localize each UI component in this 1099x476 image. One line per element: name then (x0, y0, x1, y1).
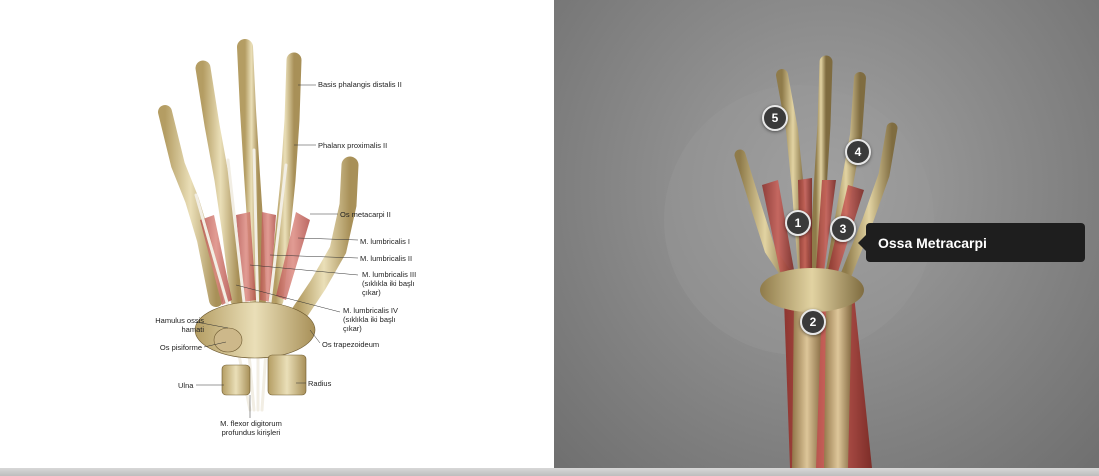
label-phalanx-proximalis: Phalanx proximalis II (318, 141, 387, 150)
tooltip-pointer (858, 235, 866, 251)
marker-3[interactable]: 3 (830, 216, 856, 242)
structure-tooltip: Ossa Metracarpi (866, 223, 1085, 262)
marker-5[interactable]: 5 (762, 105, 788, 131)
label-flexor-digitorum: M. flexor digitorum profundus kirişleri (215, 419, 287, 437)
marker-1[interactable]: 1 (785, 210, 811, 236)
label-ulna: Ulna (178, 381, 193, 390)
hand-illustration (0, 0, 554, 468)
bottom-edge (0, 468, 1099, 476)
marker-4[interactable]: 4 (845, 139, 871, 165)
tooltip-label: Ossa Metracarpi (878, 235, 987, 251)
label-lumbricalis-3: M. lumbricalis III (sıklıkla iki başlı ç… (362, 270, 416, 297)
marker-2[interactable]: 2 (800, 309, 826, 335)
label-radius: Radius (308, 379, 331, 388)
label-hamulus: Hamulus ossis hamati (150, 316, 204, 334)
label-trapezoideum: Os trapezoideum (322, 340, 379, 349)
label-lumbricalis-4: M. lumbricalis IV (sıklıkla iki başlı çı… (343, 306, 398, 333)
label-basis-phalangis: Basis phalangis distalis II (318, 80, 402, 89)
label-lumbricalis-2: M. lumbricalis II (360, 254, 412, 263)
label-pisiforme: Os pisiforme (150, 343, 202, 352)
label-os-metacarpi: Os metacarpi II (340, 210, 391, 219)
anatomy-illustration-panel: Basis phalangis distalis II Phalanx prox… (0, 0, 554, 468)
label-lumbricalis-1: M. lumbricalis I (360, 237, 410, 246)
